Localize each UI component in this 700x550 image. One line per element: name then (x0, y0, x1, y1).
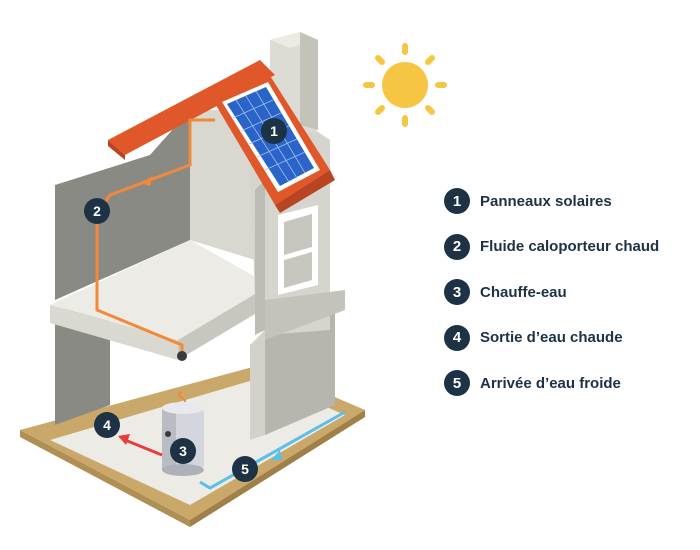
legend-item-heat-transfer-fluid: 2 Fluide caloporteur chaud (444, 232, 694, 262)
legend-item-hot-water-outlet: 4 Sortie d’eau chaude (444, 323, 694, 353)
legend: 1 Panneaux solaires 2 Fluide caloporteur… (444, 186, 694, 414)
hot-fluid-arrow-icon (140, 176, 153, 186)
svg-text:1: 1 (270, 123, 278, 139)
svg-text:3: 3 (179, 443, 187, 459)
ground-slab-edge (20, 430, 190, 527)
upper-floor-slab-front (50, 305, 178, 360)
legend-label: Arrivée d’eau froide (480, 374, 621, 392)
marker-1: 1 (261, 118, 287, 144)
marker-5: 5 (232, 456, 258, 482)
hot-water-arrow-icon (118, 434, 130, 445)
legend-item-solar-panels: 1 Panneaux solaires (444, 186, 694, 216)
marker-2: 2 (84, 198, 110, 224)
legend-badge: 1 (444, 188, 470, 214)
cold-water-inlet-pipe (199, 410, 346, 490)
ground-floor-right-wall-side (250, 330, 265, 440)
svg-text:4: 4 (103, 417, 111, 433)
legend-item-water-heater: 3 Chauffe-eau (444, 277, 694, 307)
marker-4: 4 (94, 412, 120, 438)
legend-label: Chauffe-eau (480, 283, 567, 301)
chimney-side (300, 32, 318, 130)
hot-water-outlet-pipe (124, 438, 163, 457)
legend-label: Sortie d’eau chaude (480, 329, 623, 346)
marker-3: 3 (170, 438, 196, 464)
legend-badge: 3 (444, 279, 470, 305)
legend-label: Fluide caloporteur chaud (480, 238, 660, 255)
legend-badge: 5 (444, 370, 470, 396)
upper-floor-inner-wall (190, 110, 255, 260)
ground-slab-edge-right (190, 410, 365, 527)
cold-water-arrow-icon (271, 450, 282, 460)
upper-floor-slab (50, 240, 270, 340)
ground-floor-right-wall (265, 300, 335, 435)
legend-label: Panneaux solaires (480, 192, 612, 210)
right-wall-block (265, 290, 345, 340)
legend-item-cold-water-inlet: 5 Arrivée d’eau froide (444, 368, 694, 398)
legend-badge: 2 (444, 233, 470, 260)
window (278, 205, 318, 295)
pipe-outlet (177, 351, 187, 361)
sun-icon (363, 43, 447, 127)
svg-text:5: 5 (241, 461, 249, 477)
upper-floor-slab-side (178, 285, 270, 360)
gable-wall-side (255, 180, 265, 335)
legend-badge: 4 (444, 324, 470, 351)
upper-floor-back-wall (55, 110, 190, 300)
svg-text:2: 2 (93, 203, 101, 219)
